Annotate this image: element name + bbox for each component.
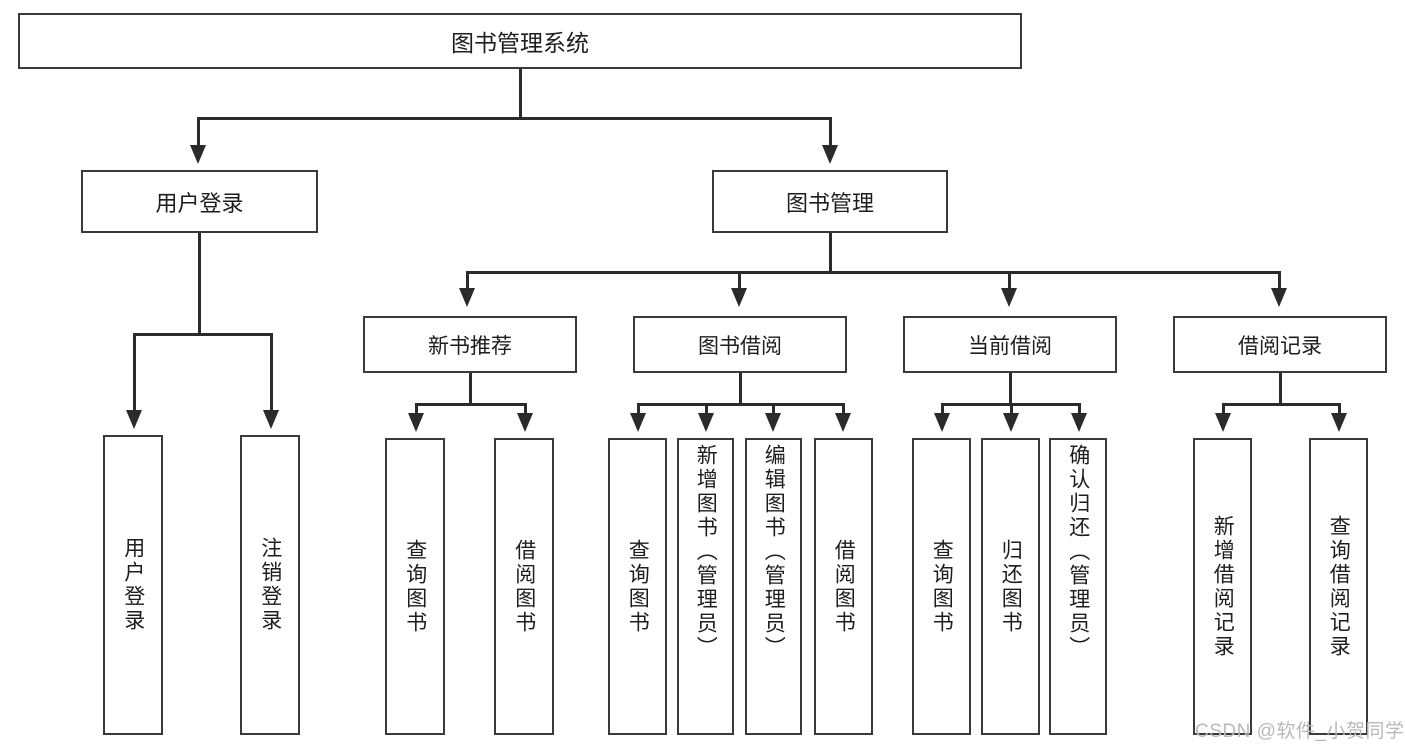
leaf-bookborrow-edit-book[interactable]: 编辑图书（管理员）: [745, 438, 802, 735]
leaf-label: 确认归还（管理员）: [1066, 444, 1090, 660]
leaf-label: 借阅图书: [512, 538, 536, 635]
node-book-borrow[interactable]: 图书借阅: [633, 316, 847, 373]
node-label: 图书管理系统: [451, 30, 589, 56]
leaf-newbook-borrow-book[interactable]: 借阅图书: [494, 438, 554, 735]
edge-root-to-bookmgmt: [829, 117, 832, 145]
edge-newbook-stem: [469, 373, 472, 405]
edge-currentborrow-drop-3: [1078, 403, 1081, 415]
node-label: 新书推荐: [428, 334, 512, 358]
edge-bookmgmt-drop-3: [1008, 271, 1011, 290]
leaf-currentborrow-return-book[interactable]: 归还图书: [981, 438, 1040, 735]
csdn-watermark: CSDN @软件_小贺同学: [1195, 721, 1405, 742]
arrow-newbook-leaf-2: [517, 413, 533, 432]
leaf-bookborrow-add-book[interactable]: 新增图书（管理员）: [677, 438, 734, 735]
leaf-label: 用户登录: [121, 537, 145, 633]
arrow-bookmgmt-child-3: [1001, 288, 1017, 307]
node-label: 借阅记录: [1238, 334, 1322, 358]
edge-borrowrecord-stem: [1279, 373, 1282, 405]
leaf-label: 注销登录: [258, 537, 282, 633]
leaf-label: 归还图书: [999, 538, 1023, 635]
arrow-currentborrow-leaf-2: [1003, 413, 1019, 432]
leaf-label: 借阅图书: [832, 538, 856, 635]
node-current-borrow[interactable]: 当前借阅: [903, 316, 1117, 373]
leaf-label: 新增借阅记录: [1211, 514, 1235, 659]
edge-bookmgmt-stem: [829, 233, 832, 273]
arrow-userlogin-leaf-2: [263, 410, 279, 429]
leaf-logout[interactable]: 注销登录: [240, 435, 300, 735]
edge-userlogin-stem: [198, 233, 201, 335]
node-root-system[interactable]: 图书管理系统: [18, 13, 1022, 69]
edge-userlogin-drop-2: [270, 333, 273, 412]
leaf-label: 查询图书: [930, 538, 954, 635]
edge-bookmgmt-drop-4: [1278, 271, 1281, 290]
node-user-login[interactable]: 用户登录: [81, 170, 318, 233]
leaf-currentborrow-confirm-return[interactable]: 确认归还（管理员）: [1049, 438, 1107, 735]
edge-bookborrow-drop-4: [842, 403, 845, 415]
leaf-bookborrow-query-book[interactable]: 查询图书: [608, 438, 667, 735]
edge-root-to-userlogin: [197, 117, 200, 145]
edge-root-stem: [519, 69, 522, 119]
leaf-label: 查询图书: [626, 538, 650, 635]
node-label: 图书管理: [785, 190, 874, 216]
arrow-currentborrow-leaf-3: [1071, 413, 1087, 432]
arrow-userlogin-leaf-1: [126, 410, 142, 429]
arrow-bookmgmt-child-4: [1271, 288, 1287, 307]
arrow-bookmgmt-child-2: [731, 288, 747, 307]
edge-bookborrow-stem: [739, 373, 742, 405]
node-borrow-record[interactable]: 借阅记录: [1173, 316, 1387, 373]
leaf-currentborrow-query-book[interactable]: 查询图书: [912, 438, 971, 735]
edge-currentborrow-drop-1: [941, 403, 944, 415]
arrow-root-to-userlogin: [190, 145, 206, 164]
node-label: 图书借阅: [698, 334, 782, 358]
edge-borrowrecord-bus: [1222, 403, 1339, 406]
node-label: 用户登录: [155, 190, 244, 216]
edge-root-bus: [197, 117, 831, 120]
arrow-root-to-bookmgmt: [822, 145, 838, 164]
node-new-book-recommend[interactable]: 新书推荐: [363, 316, 577, 373]
leaf-bookborrow-borrow-book[interactable]: 借阅图书: [814, 438, 873, 735]
edge-bookmgmt-drop-2: [738, 271, 741, 290]
edge-userlogin-drop-1: [133, 333, 136, 412]
edge-bookborrow-drop-2: [705, 403, 708, 415]
edge-borrowrecord-drop-2: [1338, 403, 1341, 415]
leaf-borrowrecord-add-record[interactable]: 新增借阅记录: [1193, 438, 1252, 735]
arrow-borrowrecord-leaf-1: [1215, 413, 1231, 432]
edge-bookborrow-bus: [637, 403, 844, 406]
leaf-label: 查询借阅记录: [1327, 514, 1351, 659]
arrow-newbook-leaf-1: [408, 413, 424, 432]
edge-newbook-drop-2: [524, 403, 527, 415]
arrow-currentborrow-leaf-1: [934, 413, 950, 432]
edge-borrowrecord-drop-1: [1222, 403, 1225, 415]
arrow-bookborrow-leaf-3: [765, 413, 781, 432]
leaf-borrowrecord-query-record[interactable]: 查询借阅记录: [1309, 438, 1368, 735]
arrow-bookborrow-leaf-4: [835, 413, 851, 432]
edge-newbook-drop-1: [415, 403, 418, 415]
edge-bookborrow-drop-1: [637, 403, 640, 415]
leaf-label: 新增图书（管理员）: [694, 444, 718, 660]
leaf-label: 编辑图书（管理员）: [762, 444, 786, 660]
edge-userlogin-bus: [133, 333, 270, 336]
edge-newbook-bus: [415, 403, 525, 406]
edge-currentborrow-stem: [1009, 373, 1012, 405]
edge-bookborrow-drop-3: [772, 403, 775, 415]
arrow-borrowrecord-leaf-2: [1331, 413, 1347, 432]
node-label: 当前借阅: [968, 334, 1052, 358]
arrow-bookborrow-leaf-1: [630, 413, 646, 432]
leaf-label: 查询图书: [403, 538, 427, 635]
leaf-newbook-query-book[interactable]: 查询图书: [385, 438, 445, 735]
arrow-bookborrow-leaf-2: [698, 413, 714, 432]
edge-currentborrow-drop-2: [1010, 403, 1013, 415]
leaf-user-login[interactable]: 用户登录: [103, 435, 163, 735]
node-book-management[interactable]: 图书管理: [712, 170, 948, 233]
edge-bookmgmt-drop-1: [466, 271, 469, 290]
edge-bookmgmt-bus: [466, 271, 1280, 274]
arrow-bookmgmt-child-1: [459, 288, 475, 307]
